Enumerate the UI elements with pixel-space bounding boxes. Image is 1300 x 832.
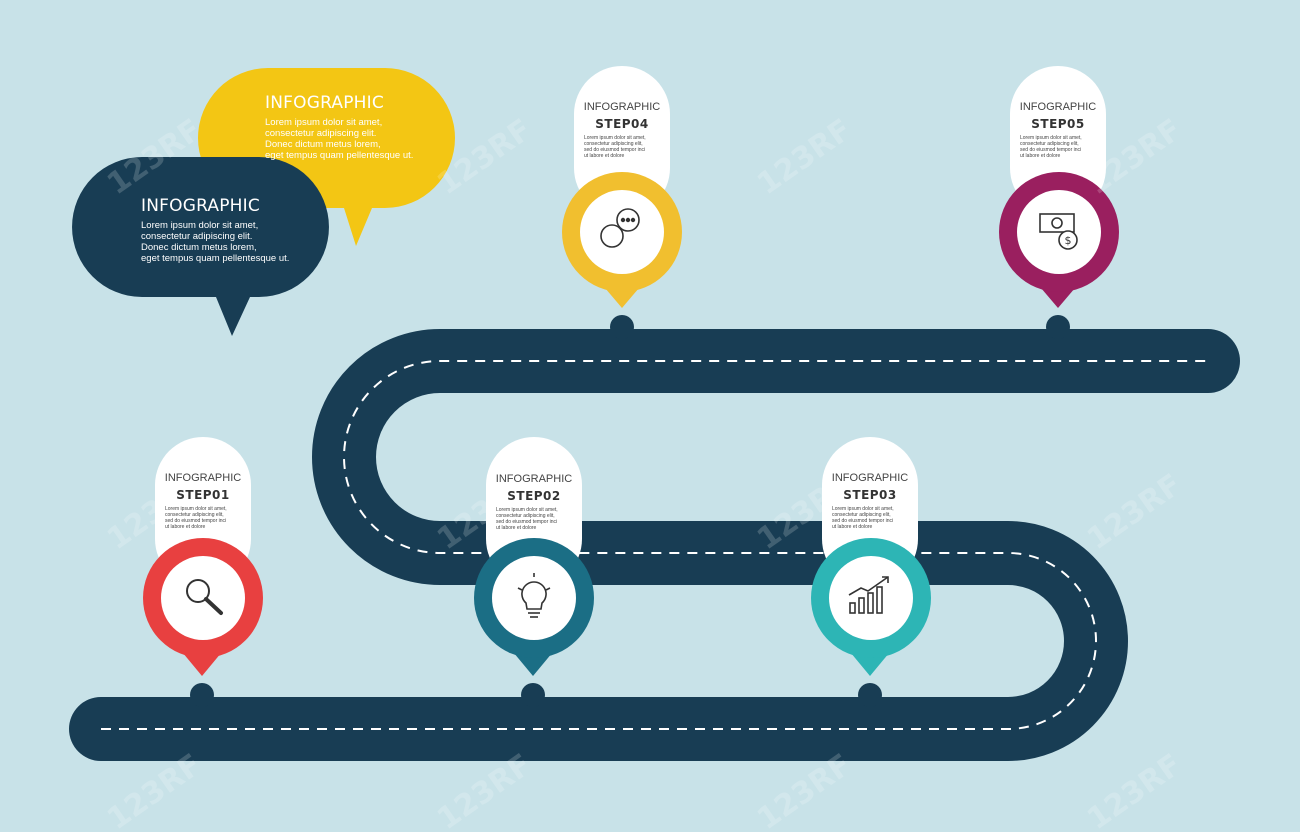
bubble-title: INFOGRAPHIC	[141, 196, 260, 216]
speech-bubble-dark-text: INFOGRAPHIC Lorem ipsum dolor sit amet, …	[141, 196, 316, 264]
magnifier-icon	[186, 579, 223, 615]
step-body-line: consectetur adipiscing elit,	[1020, 141, 1079, 147]
step-title: INFOGRAPHIC	[495, 473, 573, 485]
road-lane-markings	[101, 360, 1208, 730]
step01-card: INFOGRAPHIC STEP01 Lorem ipsum dolor sit…	[155, 472, 251, 530]
road	[69, 329, 1240, 761]
svg-text:$: $	[1065, 234, 1072, 247]
step-body: Lorem ipsum dolor sit amet, consectetur …	[486, 507, 582, 531]
step-title: INFOGRAPHIC	[164, 472, 242, 484]
road-dot-step01	[190, 683, 214, 707]
step03-card: INFOGRAPHIC STEP03 Lorem ipsum dolor sit…	[822, 472, 918, 530]
speech-bubble-yellow-text: INFOGRAPHIC Lorem ipsum dolor sit amet, …	[265, 93, 435, 161]
step-label: STEP01	[176, 488, 230, 502]
step-body-line: sed do eiusmod tempor inci	[832, 518, 894, 524]
step-body-line: ut labore et dolore	[1020, 153, 1061, 159]
bubble-body-line: consectetur adipiscing elit.	[141, 231, 253, 242]
step-body-line: Lorem ipsum dolor sit amet,	[165, 506, 227, 512]
step-body-line: consectetur adipiscing elit,	[832, 512, 891, 518]
step-body-line: Lorem ipsum dolor sit amet,	[832, 506, 894, 512]
step-body-line: Lorem ipsum dolor sit amet,	[1020, 135, 1082, 141]
step-body-line: consectetur adipiscing elit,	[584, 141, 643, 147]
step-body: Lorem ipsum dolor sit amet, consectetur …	[155, 506, 251, 530]
bubble-body: Lorem ipsum dolor sit amet, consectetur …	[141, 220, 316, 264]
step-body-line: sed do eiusmod tempor inci	[165, 518, 227, 524]
watermark-text: 123RF	[1081, 747, 1188, 832]
bubble-body-line: Donec dictum metus lorem,	[265, 139, 381, 150]
step-body-line: sed do eiusmod tempor inci	[1020, 147, 1082, 153]
growth-chart-icon	[848, 576, 889, 614]
watermark-text: 123RF	[751, 112, 858, 202]
step-body-line: consectetur adipiscing elit,	[165, 512, 224, 518]
road-dot-step05	[1046, 315, 1070, 339]
step-body: Lorem ipsum dolor sit amet, consectetur …	[574, 135, 670, 159]
step-body-line: sed do eiusmod tempor inci	[496, 519, 558, 525]
bubble-body-line: consectetur adipiscing elit.	[265, 128, 377, 139]
step-body-line: Lorem ipsum dolor sit amet,	[584, 135, 646, 141]
bubble-body-line: Lorem ipsum dolor sit amet,	[265, 117, 383, 128]
step03-pin	[811, 538, 931, 676]
step-body-line: ut labore et dolore	[832, 524, 873, 530]
road-dot-step04	[610, 315, 634, 339]
step-label: STEP02	[507, 489, 561, 503]
bubble-title: INFOGRAPHIC	[265, 93, 384, 113]
step-body-line: Lorem ipsum dolor sit amet,	[496, 507, 558, 513]
money-icon: $	[1039, 213, 1078, 250]
road-dot-step03	[858, 683, 882, 707]
bubble-body-line: Lorem ipsum dolor sit amet,	[141, 220, 259, 231]
step-title: INFOGRAPHIC	[1019, 101, 1097, 113]
bubble-body-line: Donec dictum metus lorem,	[141, 242, 257, 253]
bubble-body: Lorem ipsum dolor sit amet, consectetur …	[265, 117, 435, 161]
bubble-body-line: eget tempus quam pellentesque ut.	[265, 150, 414, 161]
speech-bubble-dark	[72, 157, 329, 336]
bubble-body-line: eget tempus quam pellentesque ut.	[141, 253, 290, 264]
step-label: STEP03	[843, 488, 897, 502]
step-body-line: ut labore et dolore	[165, 524, 206, 530]
step-label: STEP04	[595, 117, 649, 131]
step-body-line: ut labore et dolore	[496, 525, 537, 531]
step02-card: INFOGRAPHIC STEP02 Lorem ipsum dolor sit…	[486, 473, 582, 531]
step-body: Lorem ipsum dolor sit amet, consectetur …	[822, 506, 918, 530]
step-body-line: ut labore et dolore	[584, 153, 625, 159]
watermark-text: 123RF	[1081, 467, 1188, 557]
step-label: STEP05	[1031, 117, 1085, 131]
chat-bubbles-icon	[600, 208, 640, 248]
step05-card: INFOGRAPHIC STEP05 Lorem ipsum dolor sit…	[1010, 101, 1106, 159]
step-body-line: sed do eiusmod tempor inci	[584, 147, 646, 153]
step01-pin	[143, 538, 263, 676]
road-dot-step02	[521, 683, 545, 707]
step-body: Lorem ipsum dolor sit amet, consectetur …	[1010, 135, 1106, 159]
lightbulb-icon	[517, 573, 551, 618]
step-body-line: consectetur adipiscing elit,	[496, 513, 555, 519]
step02-pin	[474, 538, 594, 676]
step04-card: INFOGRAPHIC STEP04 Lorem ipsum dolor sit…	[574, 101, 670, 159]
step-title: INFOGRAPHIC	[583, 101, 661, 113]
step-title: INFOGRAPHIC	[831, 472, 909, 484]
